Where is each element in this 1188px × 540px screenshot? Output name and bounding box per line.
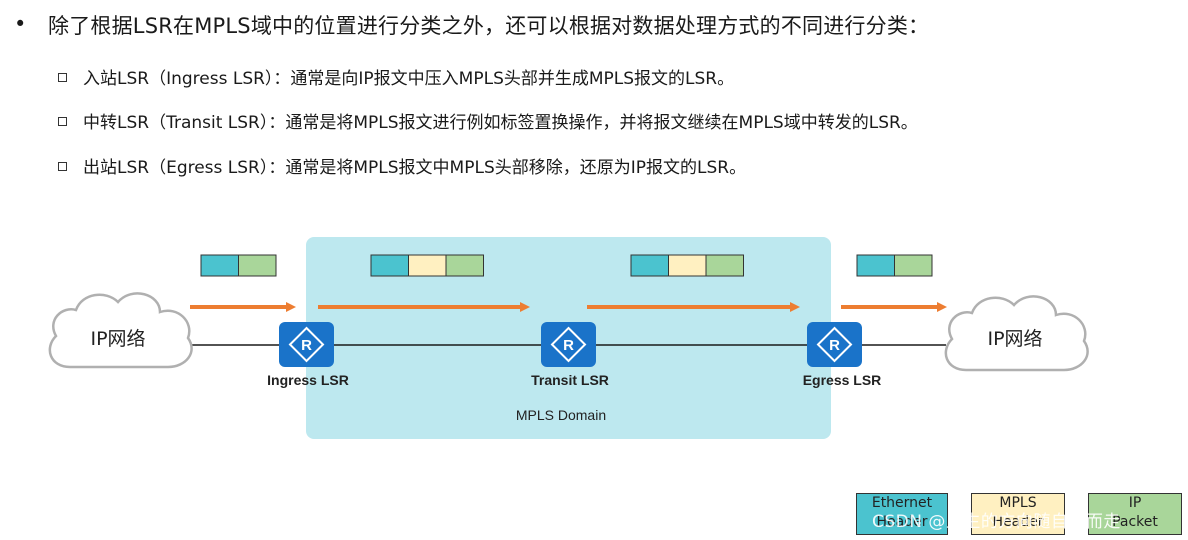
packet-segment-ethernet: [370, 254, 409, 277]
packet-segment-ethernet: [200, 254, 239, 277]
legend-line2: Header: [876, 514, 928, 530]
packet: [200, 254, 277, 277]
domain-label: MPLS Domain: [516, 407, 606, 423]
router-glyph: R: [829, 337, 840, 354]
packet-segment-ip: [894, 254, 933, 277]
packet: [370, 254, 484, 277]
list-item-transit: 中转LSR（Transit LSR）：通常是将MPLS报文进行例如标签置换操作，…: [58, 108, 918, 133]
router-icon: [279, 322, 334, 367]
square-bullet-icon: [58, 116, 67, 126]
router-label: Ingress LSR: [267, 372, 349, 388]
list-item-egress: 出站LSR（Egress LSR）：通常是将MPLS报文中MPLS头部移除，还原…: [58, 153, 746, 178]
legend-line2: Packet: [1112, 514, 1158, 530]
legend-line1: MPLS: [999, 495, 1037, 511]
intro-text: 除了根据LSR在MPLS域中的位置进行分类之外，还可以根据对数据处理方式的不同进…: [48, 14, 930, 38]
packet: [856, 254, 933, 277]
router-ingress: R Ingress LSR: [267, 322, 349, 388]
packet-segment-ip: [238, 254, 277, 277]
legend-ethernet: Ethernet Header: [856, 493, 948, 535]
router-egress: R Egress LSR: [803, 322, 882, 388]
legend-mpls: MPLS Header: [971, 493, 1065, 535]
packet-segment-ethernet: [630, 254, 669, 277]
cloud-left-label: IP网络: [90, 328, 145, 350]
router-transit: R Transit LSR: [531, 322, 609, 388]
square-bullet-icon: [58, 72, 67, 82]
legend-ip: IP Packet: [1088, 493, 1182, 535]
square-bullet-icon: [58, 161, 67, 171]
router-icon: [807, 322, 862, 367]
legend-line2: Header: [992, 514, 1044, 530]
packet-segment-mpls: [408, 254, 447, 277]
router-label: Transit LSR: [531, 372, 609, 388]
packet-segment-ip: [445, 254, 484, 277]
cloud-icon: IP网络: [48, 292, 193, 369]
watermark: CSDN @人生的方向随自己而走: [872, 512, 1121, 532]
bullet-dot: •: [14, 12, 27, 36]
router-icon: [541, 322, 596, 367]
packet: [630, 254, 744, 277]
list-item-text: 中转LSR（Transit LSR）：通常是将MPLS报文进行例如标签置换操作，…: [83, 113, 918, 133]
router-label: Egress LSR: [803, 372, 882, 388]
packet-segment-ethernet: [856, 254, 895, 277]
router-glyph: R: [563, 337, 574, 354]
packet-segment-ip: [705, 254, 744, 277]
cloud-icon: IP网络: [944, 295, 1089, 372]
list-item-ingress: 入站LSR（Ingress LSR）：通常是向IP报文中压入MPLS头部并生成M…: [58, 64, 734, 89]
list-item-text: 出站LSR（Egress LSR）：通常是将MPLS报文中MPLS头部移除，还原…: [83, 158, 747, 178]
legend-line1: IP: [1128, 495, 1142, 511]
packet-segment-mpls: [668, 254, 707, 277]
list-item-text: 入站LSR（Ingress LSR）：通常是向IP报文中压入MPLS头部并生成M…: [83, 69, 735, 89]
cloud-right-label: IP网络: [987, 328, 1042, 350]
legend-line1: Ethernet: [871, 495, 933, 511]
router-glyph: R: [301, 337, 312, 354]
